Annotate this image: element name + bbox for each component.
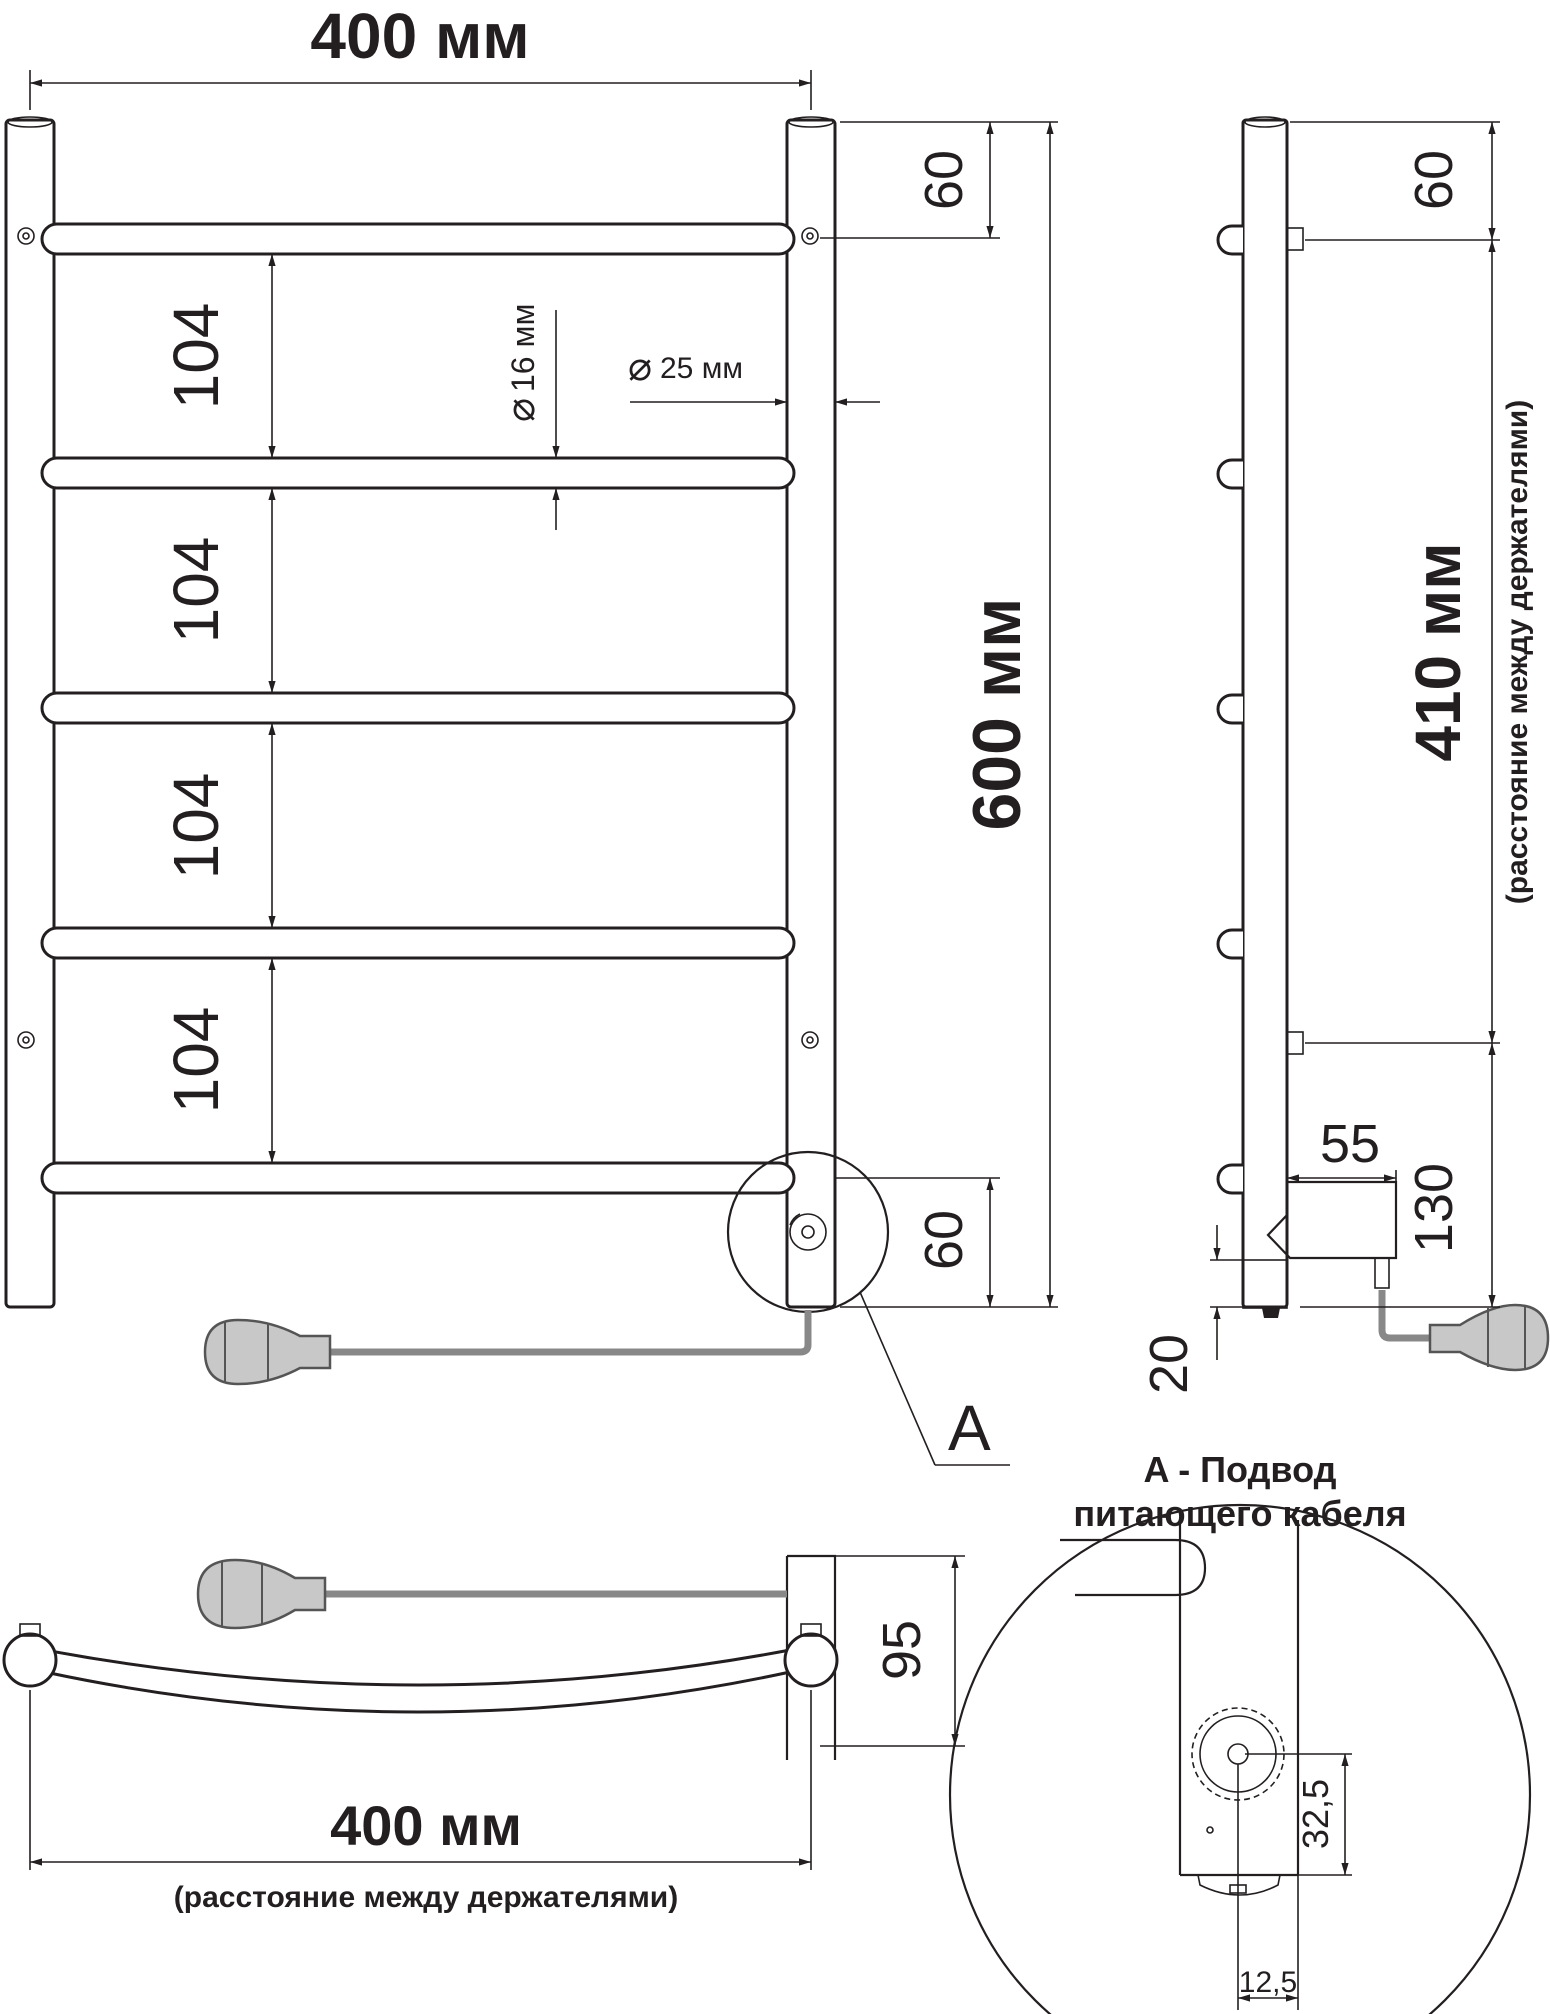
top-depth-label: 95 [872, 1620, 932, 1680]
rung-spacing-label: 104 [160, 1007, 232, 1114]
rung-stub [1216, 693, 1243, 725]
screw-icon [801, 227, 819, 245]
top-width-label: 400 мм [330, 1794, 522, 1857]
front-top-offset: 60 [914, 150, 974, 210]
front-view: A 400 мм 600 мм 60 60 104 104 104 [4, 0, 1058, 1466]
wall-holder [1286, 1031, 1304, 1055]
rung [40, 691, 796, 725]
rung-stub [1216, 1163, 1243, 1195]
post-diameter-label: ⌀ 25 мм [628, 345, 743, 389]
diameter-symbol: ⌀ [499, 398, 543, 422]
front-width-label: 400 мм [310, 0, 529, 72]
cable-entry-icon [789, 1213, 827, 1251]
top-view: 95 400 мм (расстояние между держателями) [2, 1554, 965, 1914]
box-depth-label: 55 [1320, 1114, 1380, 1174]
screw-icon [801, 1031, 819, 1049]
power-cable [330, 1310, 812, 1356]
rung [40, 1161, 796, 1195]
detail-horizontal-dim: 12,5 [1239, 1966, 1297, 1999]
detail-a: A - Подвод питающего кабеля 32,5 12,5 [948, 1449, 1532, 2014]
front-bottom-offset: 60 [914, 1210, 974, 1270]
side-view: 60 410 мм (расстояние между держателями)… [1139, 116, 1550, 1394]
screw-icon [17, 1031, 35, 1049]
detail-circle [948, 1503, 1532, 2014]
post-top [783, 1632, 839, 1688]
cable-gland [1374, 1257, 1390, 1289]
detail-title-line1: A - Подвод [1144, 1449, 1337, 1490]
detail-vertical-dim: 32,5 [1295, 1779, 1336, 1849]
curved-rung [43, 1648, 792, 1714]
rung-stub [1216, 458, 1243, 490]
rung [40, 926, 796, 960]
side-top-offset: 60 [1404, 150, 1464, 210]
rung [40, 456, 796, 490]
diameter-symbol: ⌀ [628, 345, 652, 389]
side-post [1241, 118, 1289, 1309]
wall-holder [1286, 227, 1304, 251]
box-height-label: 130 [1404, 1163, 1464, 1253]
rung-stub [1216, 224, 1243, 256]
detail-title-line2: питающего кабеля [1073, 1493, 1406, 1534]
plug-icon [1428, 1303, 1550, 1372]
screw-icon [17, 227, 35, 245]
rung-spacing-label: 104 [160, 773, 232, 880]
rung [40, 222, 796, 256]
plug-icon [203, 1318, 332, 1386]
bar-diameter-value: 16 мм [505, 304, 541, 392]
rung-spacing-label: 104 [160, 537, 232, 644]
power-cable [1378, 1290, 1450, 1342]
plug-icon [196, 1558, 327, 1630]
side-bottom-offset: 20 [1139, 1334, 1199, 1394]
bar-diameter-label: ⌀ 16 мм [499, 304, 543, 422]
post-top [2, 1632, 58, 1688]
callout-letter: A [948, 1392, 991, 1464]
rung-spacing-label: 104 [160, 303, 232, 410]
rung-stub [1216, 928, 1243, 960]
holder-distance-label: 410 мм [1402, 542, 1474, 761]
holder-distance-note: (расстояние между держателями) [1501, 400, 1534, 904]
top-width-note: (расстояние между держателями) [174, 1881, 678, 1914]
post-diameter-value: 25 мм [660, 352, 743, 385]
front-height-label: 600 мм [959, 598, 1035, 831]
